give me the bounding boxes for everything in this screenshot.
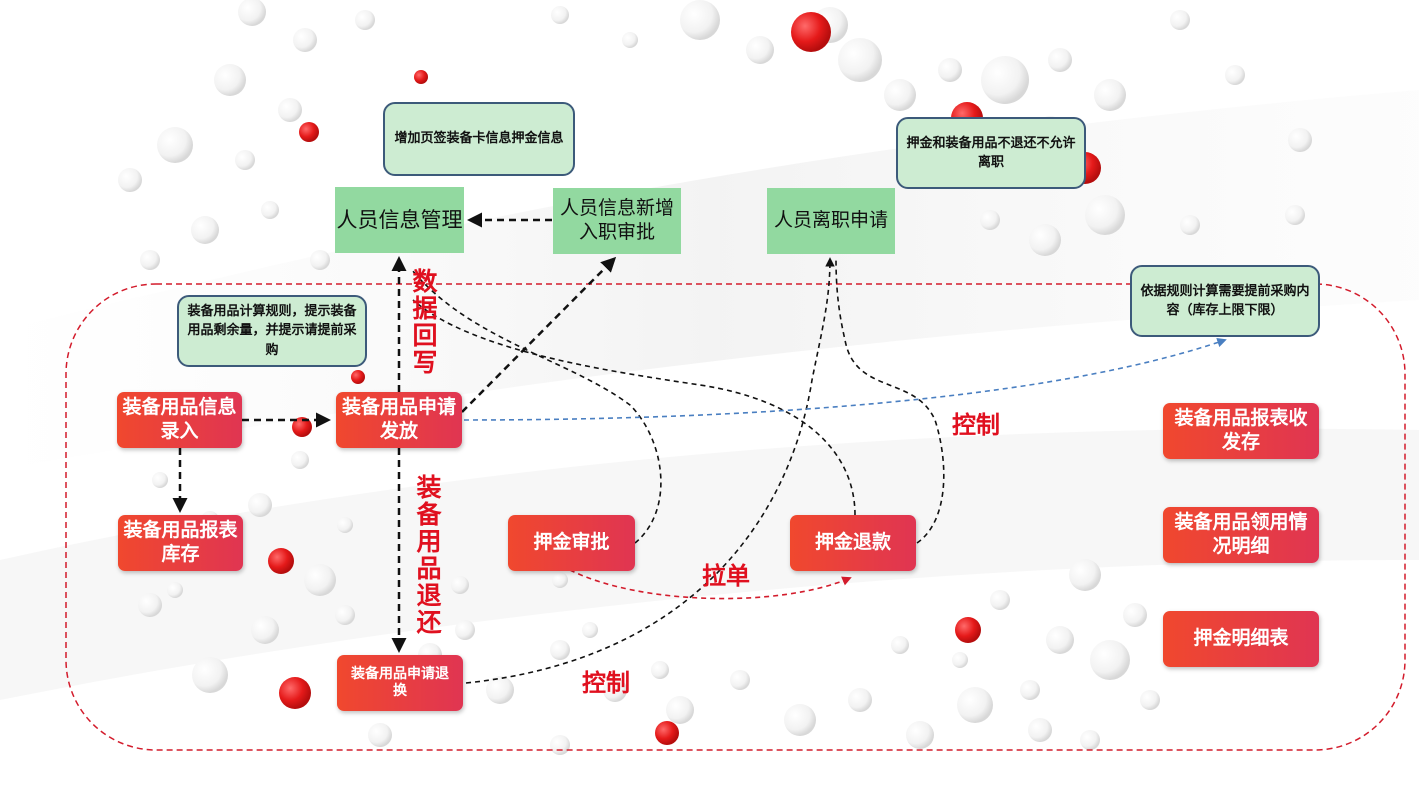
note-no-resignation: 押金和装备用品不退还不允许离职 [896,117,1086,189]
node-equipment-entry[interactable]: 装备用品信息录入 [117,392,242,448]
arrow-issue-to-approval [461,256,617,413]
node-personnel-management[interactable]: 人员信息管理 [335,187,464,253]
arrow-pull-order [569,569,852,600]
node-report-usage[interactable]: 装备用品领用情况明细 [1163,507,1319,563]
curve-refund-control [835,258,945,544]
node-deposit-approval[interactable]: 押金审批 [508,515,635,571]
label-pull-order: 拉单 [702,562,750,590]
note-purchase-calc: 依据规则计算需要提前采购内容（库存上限下限） [1130,265,1320,337]
node-equipment-issue[interactable]: 装备用品申请发放 [336,392,462,448]
label-control-upper: 控制 [952,411,1000,439]
process-region [65,283,1406,751]
label-equipment-return-flow: 装备用品退还 [416,473,442,637]
note-page-card-info: 增加页签装备卡信息押金信息 [383,102,575,176]
curve-return-to-resign [465,257,835,684]
node-equipment-return[interactable]: 装备用品申请退换 [337,655,463,711]
note-calc-rule: 装备用品计算规则，提示装备用品剩余量，并提示请提前采购 [177,295,367,367]
arrow-issue-to-purchase [463,337,1227,421]
curve-deposit-approval [411,269,662,544]
node-resignation-application[interactable]: 人员离职申请 [767,188,895,254]
label-data-writeback: 数据回写 [412,267,438,377]
node-report-flow[interactable]: 装备用品报表收发存 [1163,403,1319,459]
label-control-lower: 控制 [582,669,630,697]
node-deposit-refund[interactable]: 押金退款 [790,515,916,571]
curve-deposit-refund [412,299,856,516]
node-equipment-inventory-report[interactable]: 装备用品报表库存 [118,515,243,571]
node-deposit-detail[interactable]: 押金明细表 [1163,611,1319,667]
node-new-hire-approval[interactable]: 人员信息新增入职审批 [553,188,681,254]
